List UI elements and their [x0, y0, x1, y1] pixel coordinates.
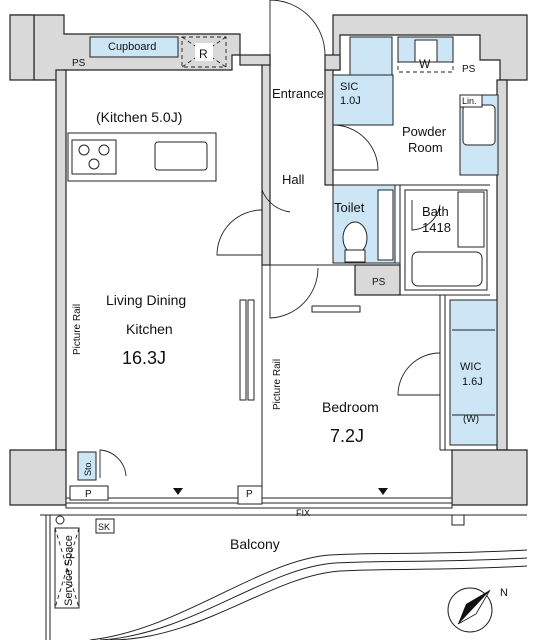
kitchen-label: (Kitchen 5.0J): [96, 109, 182, 125]
stove-icon: [71, 139, 117, 175]
wic-area: [449, 299, 498, 446]
lin-label: Lin.: [462, 96, 477, 106]
service-space-label: Service Space: [63, 535, 75, 606]
powder-room-label-1: Powder: [402, 124, 447, 139]
ldk-size-label: 16.3J: [122, 348, 166, 368]
kitchen-counter: [67, 132, 217, 182]
ps-label-topright: PS: [462, 64, 476, 75]
sic-size-label: 1.0J: [340, 95, 361, 107]
wic-size-label: 1.6J: [462, 376, 483, 388]
toilet-icon: [342, 189, 394, 263]
north-arrow-icon: [447, 587, 493, 633]
door-swings: [99, 0, 441, 478]
hall-label: Hall: [282, 172, 305, 187]
sto-label: Sto.: [83, 460, 93, 476]
fix-label: FIX: [296, 508, 310, 518]
refrigerator-label: R: [199, 47, 208, 61]
wic-w-label: (W): [463, 414, 479, 425]
bedroom-label: Bedroom: [322, 399, 379, 415]
toilet-label: Toilet: [334, 200, 365, 215]
ldk-label-2: Kitchen: [126, 321, 173, 337]
sk-label: SK: [98, 522, 110, 532]
sk-box: [95, 518, 115, 534]
picture-rail-bedroom: Picture Rail: [272, 359, 283, 410]
outer-walls: [9, 14, 528, 506]
linen-box: [459, 94, 483, 108]
balcony-label: Balcony: [230, 536, 280, 552]
sto-box: [77, 451, 97, 481]
sic-area: [332, 74, 394, 126]
refrigerator-space: [181, 36, 227, 68]
picture-rail-left: Picture Rail: [72, 304, 83, 355]
ldk-label-1: Living Dining: [106, 292, 186, 308]
wic-label: WIC: [460, 361, 481, 373]
p-label-left: P: [85, 489, 92, 500]
inner-walls: [261, 184, 490, 500]
powder-room-label-2: Room: [408, 140, 443, 155]
north-label: N: [500, 587, 508, 599]
cupboard-label: Cupboard: [108, 41, 156, 53]
bath-label: Bath: [422, 204, 449, 219]
sink-icon: [154, 141, 208, 171]
window-line: [65, 485, 453, 509]
washer-space: [397, 36, 454, 73]
washer-icon: [414, 39, 438, 63]
washer-label: W: [419, 57, 431, 71]
ps-label-topleft: PS: [72, 58, 86, 69]
basin-icon: [462, 104, 496, 146]
bathtub: [404, 189, 488, 291]
sic-label: SIC: [340, 81, 358, 93]
ps-label-mid: PS: [372, 277, 386, 288]
cupboard-area: [89, 36, 179, 58]
bath-size-label: 1418: [422, 220, 451, 235]
entrance-label: Entrance: [272, 86, 324, 101]
p-label-center: P: [246, 489, 253, 500]
service-space-box: [54, 527, 80, 609]
balcony: [40, 514, 528, 640]
bedroom-size-label: 7.2J: [330, 426, 364, 446]
